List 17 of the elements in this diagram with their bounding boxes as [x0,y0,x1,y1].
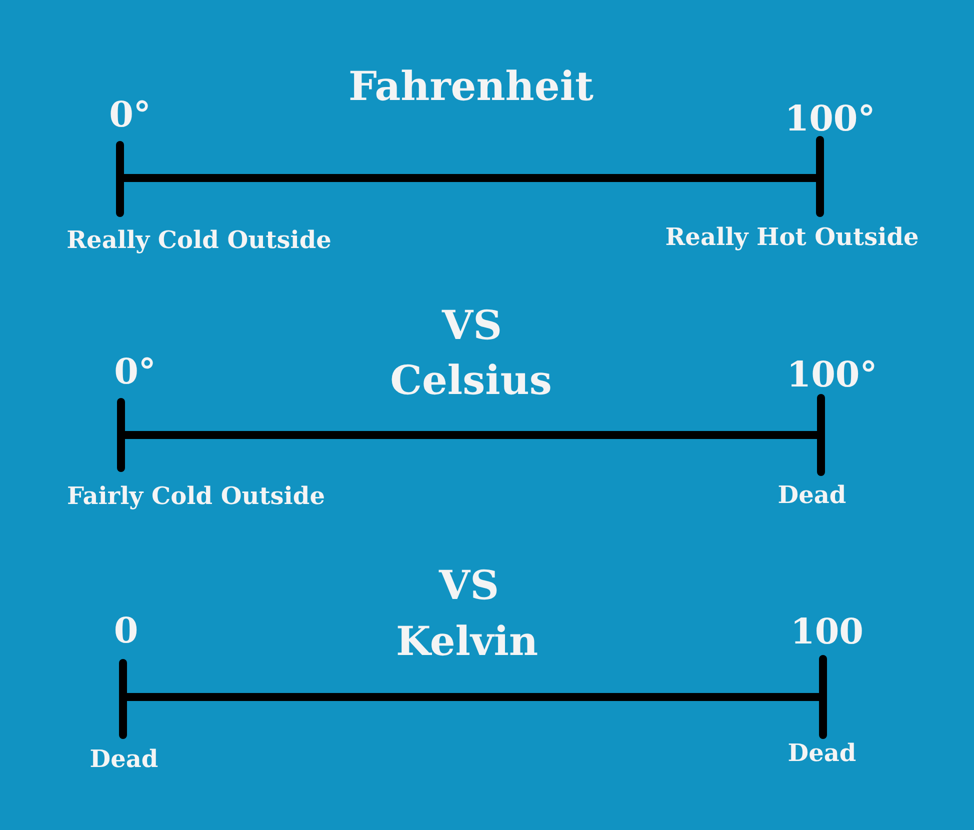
scale-value: 0 [114,614,138,648]
scale-end-label: Really Hot Outside [665,225,919,249]
scale-end-label: Really Cold Outside [66,228,332,252]
scale-end-label: Fairly Cold Outside [67,484,325,508]
scale-title: Kelvin [396,622,538,662]
scale-end-label: Dead [90,747,158,771]
scale-value: 0° [109,98,151,132]
scale-title: Fahrenheit [348,67,594,107]
versus-text: VS [439,566,499,606]
scale-value: 100 [790,614,864,650]
scale-title: Celsius [390,361,552,401]
scale-end-label: Dead [778,483,846,507]
scale-end-label: Dead [788,741,856,765]
scale-value: 0° [114,354,156,390]
versus-text: VS [442,306,502,346]
scale-value: 100° [784,102,876,136]
scale-value: 100° [786,358,878,392]
